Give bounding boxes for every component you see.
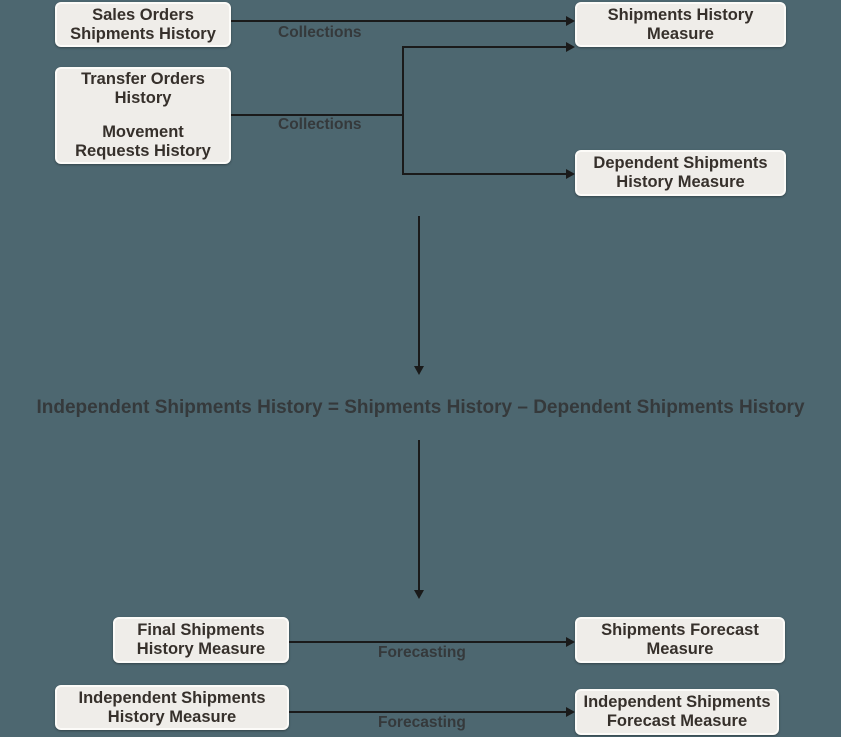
arrowhead-icon xyxy=(414,366,424,375)
node-text: History xyxy=(114,89,172,107)
node-text: Independent Shipments xyxy=(78,688,266,707)
node-text: Shipments History xyxy=(607,5,754,24)
connector-sales-to-shipments-measure xyxy=(231,20,568,22)
node-shipments-forecast-measure: Shipments Forecast Measure xyxy=(575,617,785,663)
arrowhead-icon xyxy=(414,590,424,599)
node-text: History Measure xyxy=(107,707,237,726)
connector-transfer-out xyxy=(231,114,404,116)
node-text: Measure xyxy=(646,640,714,658)
node-text: History Measure xyxy=(136,640,266,658)
arrowhead-icon xyxy=(566,707,575,717)
connector-junction-to-shipments-measure xyxy=(402,46,568,48)
node-text: Shipments History xyxy=(70,24,216,43)
node-shipments-history-measure: Shipments History Measure xyxy=(575,2,786,47)
node-transfer-orders-movement-requests-history: Transfer Orders History Movement Request… xyxy=(55,67,231,164)
connector-down-from-formula xyxy=(418,440,420,591)
arrowhead-icon xyxy=(566,16,575,26)
node-text: Transfer Orders xyxy=(81,70,205,88)
node-text-group: Transfer Orders History xyxy=(81,70,205,108)
connector-independent-to-forecast xyxy=(289,711,568,713)
arrowhead-icon xyxy=(566,637,575,647)
edge-label-forecasting-top: Forecasting xyxy=(378,644,466,661)
node-text: Measure xyxy=(647,24,714,43)
node-text: Shipments Forecast xyxy=(601,621,759,639)
node-text-group: Movement Requests History xyxy=(75,123,211,161)
connector-down-to-formula xyxy=(418,216,420,367)
node-text: Independent Shipments xyxy=(583,693,771,711)
node-text: History Measure xyxy=(616,173,745,191)
formula-text: Independent Shipments History = Shipment… xyxy=(36,397,805,418)
node-independent-shipments-forecast-measure: Independent Shipments Forecast Measure xyxy=(575,689,779,735)
node-text: Final Shipments xyxy=(137,621,265,639)
node-text: Movement xyxy=(102,123,184,141)
connector-junction-vertical xyxy=(402,46,404,175)
connector-final-to-forecast xyxy=(289,641,568,643)
edge-label-forecasting-bottom: Forecasting xyxy=(378,714,466,731)
node-dependent-shipments-history-measure: Dependent Shipments History Measure xyxy=(575,150,786,196)
node-text: Requests History xyxy=(75,142,211,160)
node-text: Dependent Shipments xyxy=(593,154,768,172)
node-independent-shipments-history-measure: Independent Shipments History Measure xyxy=(55,685,289,730)
node-text: Forecast Measure xyxy=(606,712,748,730)
arrowhead-icon xyxy=(566,169,575,179)
node-text: Sales Orders xyxy=(92,5,194,24)
node-final-shipments-history-measure: Final Shipments History Measure xyxy=(113,617,289,663)
edge-label-collections-top: Collections xyxy=(278,24,362,41)
node-sales-orders-shipments-history: Sales Orders Shipments History xyxy=(55,2,231,47)
connector-junction-to-dependent-measure xyxy=(402,173,568,175)
arrowhead-icon xyxy=(566,42,575,52)
edge-label-collections-bottom: Collections xyxy=(278,116,362,133)
